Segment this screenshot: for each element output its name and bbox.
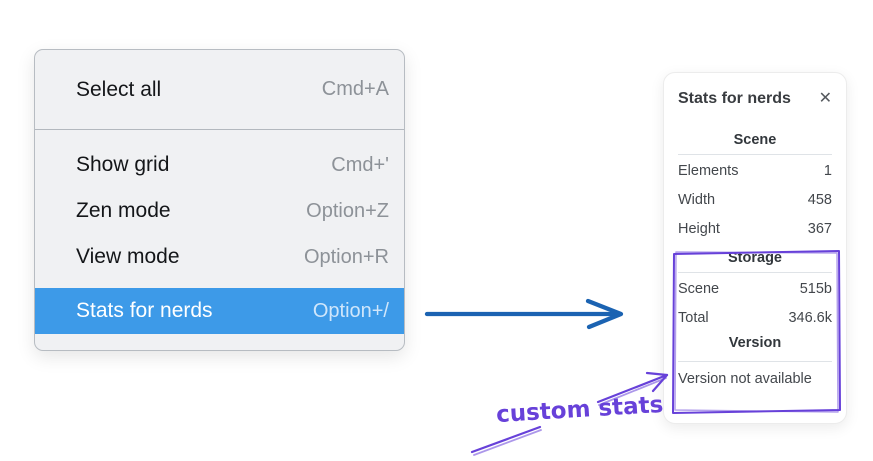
storage-rows: Scene 515b Total 346.6k (678, 275, 832, 333)
menu-item-show-grid[interactable]: Show grid Cmd+' (35, 142, 404, 188)
annotation-rectangle (672, 250, 841, 414)
menu-group: Show grid Cmd+' Zen mode Option+Z View m… (35, 130, 404, 334)
menu-item-label: Zen mode (76, 199, 171, 222)
menu-item-select-all[interactable]: Select all Cmd+A (35, 50, 404, 129)
menu-item-shortcut: Cmd+' (331, 153, 389, 176)
menu-item-label: Show grid (76, 153, 170, 176)
context-menu: Select all Cmd+A Show grid Cmd+' Zen mod… (34, 49, 405, 351)
menu-divider (35, 129, 404, 130)
menu-item-zen-mode[interactable]: Zen mode Option+Z (35, 188, 404, 234)
menu-item-label: View mode (76, 245, 180, 268)
pointer-arrow (424, 298, 624, 330)
stat-value: 346.6k (788, 310, 832, 326)
stat-value: 367 (807, 221, 832, 237)
stat-value: 1 (823, 163, 832, 179)
version-note: Version not available (678, 371, 812, 387)
menu-item-shortcut: Option+R (303, 245, 389, 268)
stat-row-scene-storage: Scene 515b (678, 275, 832, 304)
stat-label: Height (678, 221, 720, 237)
stat-label: Scene (678, 281, 720, 297)
menu-item-shortcut: Cmd+A (321, 78, 389, 100)
stats-panel-header: Stats for nerds ✕ (678, 90, 832, 108)
section-header-storage: Storage (728, 250, 782, 266)
section-header-scene: Scene (733, 132, 777, 148)
menu-item-label: Select all (76, 77, 162, 101)
section-divider (678, 361, 832, 362)
stat-label: Elements (678, 163, 739, 179)
stats-panel-title: Stats for nerds (678, 90, 791, 107)
section-header-version: Version (728, 335, 782, 351)
menu-item-shortcut: Option+/ (312, 299, 389, 322)
stat-row-width: Width 458 (678, 186, 832, 215)
scene-rows: Elements 1 Width 458 Height 367 (678, 157, 832, 244)
stat-label: Width (678, 192, 716, 208)
stats-panel: Stats for nerds ✕ Scene Elements 1 Width… (663, 72, 847, 424)
stat-row-height: Height 367 (678, 215, 832, 244)
stat-value: 458 (807, 192, 832, 208)
menu-item-stats-for-nerds[interactable]: Stats for nerds Option+/ (35, 288, 404, 334)
stat-row-elements: Elements 1 (678, 157, 832, 186)
section-divider (678, 154, 832, 155)
menu-item-shortcut: Option+Z (306, 199, 389, 222)
stat-value: 515b (799, 281, 832, 297)
stat-row-total-storage: Total 346.6k (678, 304, 832, 333)
section-divider (678, 272, 832, 273)
annotation-arrow (470, 371, 669, 456)
menu-item-view-mode[interactable]: View mode Option+R (35, 234, 404, 280)
menu-item-label: Stats for nerds (76, 299, 213, 322)
close-icon[interactable]: ✕ (818, 90, 832, 107)
stat-label: Total (678, 310, 709, 326)
